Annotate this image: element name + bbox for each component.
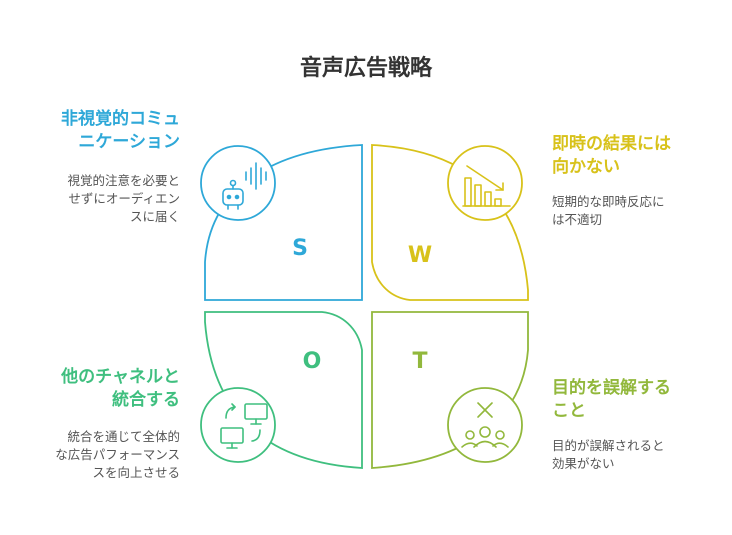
icon-circle-t xyxy=(447,387,523,463)
letter-w: W xyxy=(408,243,432,268)
desc-w: 短期的な即時反応に は不適切 xyxy=(552,194,665,227)
desc-s: 視覚的注意を必要と せずにオーディエン スに届く xyxy=(67,173,180,224)
heading-s: 非視覚的コミュ ニケーション xyxy=(61,109,180,152)
page-title: 音声広告戦略 xyxy=(299,56,432,81)
icon-circle-w xyxy=(447,145,523,221)
icon-circle-o xyxy=(200,387,276,463)
letter-o: O xyxy=(303,349,322,374)
declining-bar-chart-icon xyxy=(462,165,511,207)
letter-t: T xyxy=(412,349,427,374)
heading-o: 他のチャネルと 統合する xyxy=(61,367,180,410)
people-cross-icon xyxy=(461,402,509,448)
sync-monitors-icon xyxy=(220,403,268,449)
quadrant-o-shape xyxy=(204,311,363,469)
letter-s: S xyxy=(292,236,308,261)
heading-w: 即時の結果には 向かない xyxy=(552,134,671,177)
desc-t: 目的が誤解されると 効果がない xyxy=(552,438,665,471)
desc-o: 統合を通じて全体的 な広告パフォーマンス スを向上させる xyxy=(55,429,180,480)
robot-sound-icon xyxy=(222,162,267,210)
heading-t: 目的を誤解する こと xyxy=(552,378,671,421)
quadrant-w-shape xyxy=(371,144,529,301)
